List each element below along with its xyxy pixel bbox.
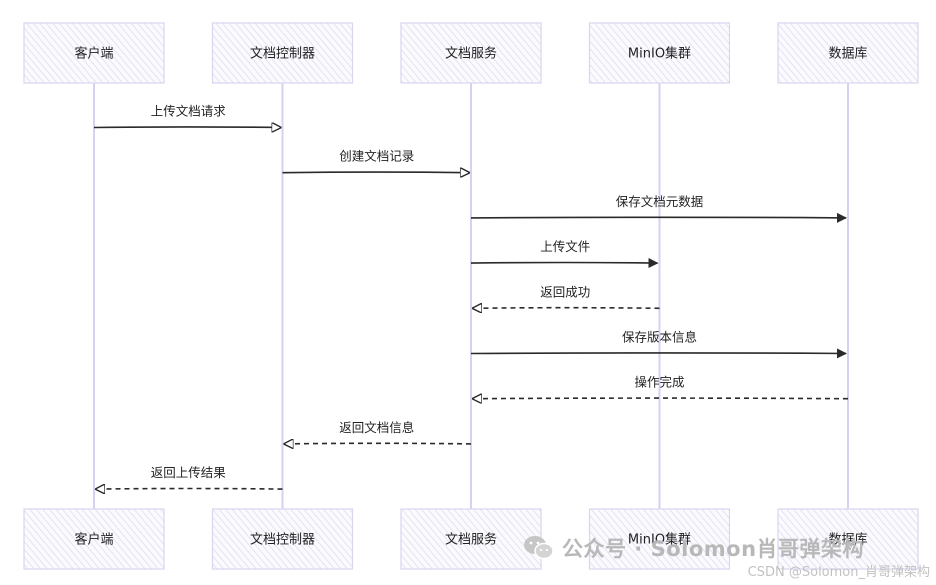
lifelines [93, 83, 849, 509]
message-label-5: 返回成功 [540, 284, 590, 299]
participant-label-minio-bottom: MinIO集群 [628, 532, 691, 548]
participants-bottom: 客户端 文档控制器 文档服务 MinIO集群 数据库 [23, 508, 919, 570]
message-arrow-8 [285, 443, 472, 444]
participant-label-controller-top: 文档控制器 [250, 47, 315, 62]
message-label-7: 操作完成 [634, 375, 684, 390]
participant-box-client-top [23, 22, 165, 84]
message-arrow-4 [470, 257, 659, 268]
message-label-3: 保存文档元数据 [616, 194, 704, 209]
messages: 上传文档请求创建文档记录保存文档元数据上传文件返回成功保存版本信息操作完成返回文… [93, 104, 849, 490]
participant-label-client-bottom: 客户端 [74, 532, 113, 548]
participant-box-db-bottom [777, 508, 919, 570]
message-label-1: 上传文档请求 [151, 104, 227, 119]
participant-label-db-top: 数据库 [828, 46, 867, 62]
watermark-text: 公众号 · Solomon肖哥弹架构 [562, 537, 865, 561]
message-arrow-3 [470, 212, 847, 223]
message-label-2: 创建文档记录 [339, 149, 414, 164]
message-label-6: 保存版本信息 [622, 330, 697, 345]
participant-box-service-top [400, 22, 542, 84]
participant-box-service-bottom [400, 508, 542, 570]
participants-top: 客户端 文档控制器 文档服务 MinIO集群 数据库 [23, 22, 919, 84]
participant-label-minio-top: MinIO集群 [628, 46, 691, 62]
participant-box-controller-top [211, 22, 354, 84]
participant-box-db-top [777, 22, 919, 84]
message-arrow-1 [93, 127, 281, 128]
message-label-8: 返回文档信息 [339, 420, 414, 435]
message-arrow-9 [96, 489, 283, 490]
watermark: 公众号 · Solomon肖哥弹架构 [522, 530, 864, 566]
participant-label-service-top: 文档服务 [445, 46, 497, 62]
participant-label-client-top: 客户端 [74, 46, 113, 62]
participant-box-minio-top [588, 22, 731, 84]
message-arrow-7 [473, 398, 849, 399]
message-arrow-5 [473, 308, 660, 309]
wechat-icon [524, 536, 554, 560]
participant-label-controller-bottom: 文档控制器 [250, 533, 315, 548]
participant-box-controller-bottom [211, 508, 354, 570]
message-arrow-2 [282, 172, 470, 173]
message-label-4: 上传文件 [540, 239, 590, 254]
message-arrow-6 [470, 348, 847, 359]
participant-label-service-bottom: 文档服务 [445, 532, 497, 548]
participant-label-db-bottom: 数据库 [828, 532, 867, 548]
csdn-watermark: CSDN @Solomon_肖哥弹架构 [747, 565, 930, 580]
participant-box-client-bottom [23, 508, 165, 570]
message-label-9: 返回上传结果 [151, 465, 227, 480]
participant-box-minio-bottom [588, 508, 731, 570]
